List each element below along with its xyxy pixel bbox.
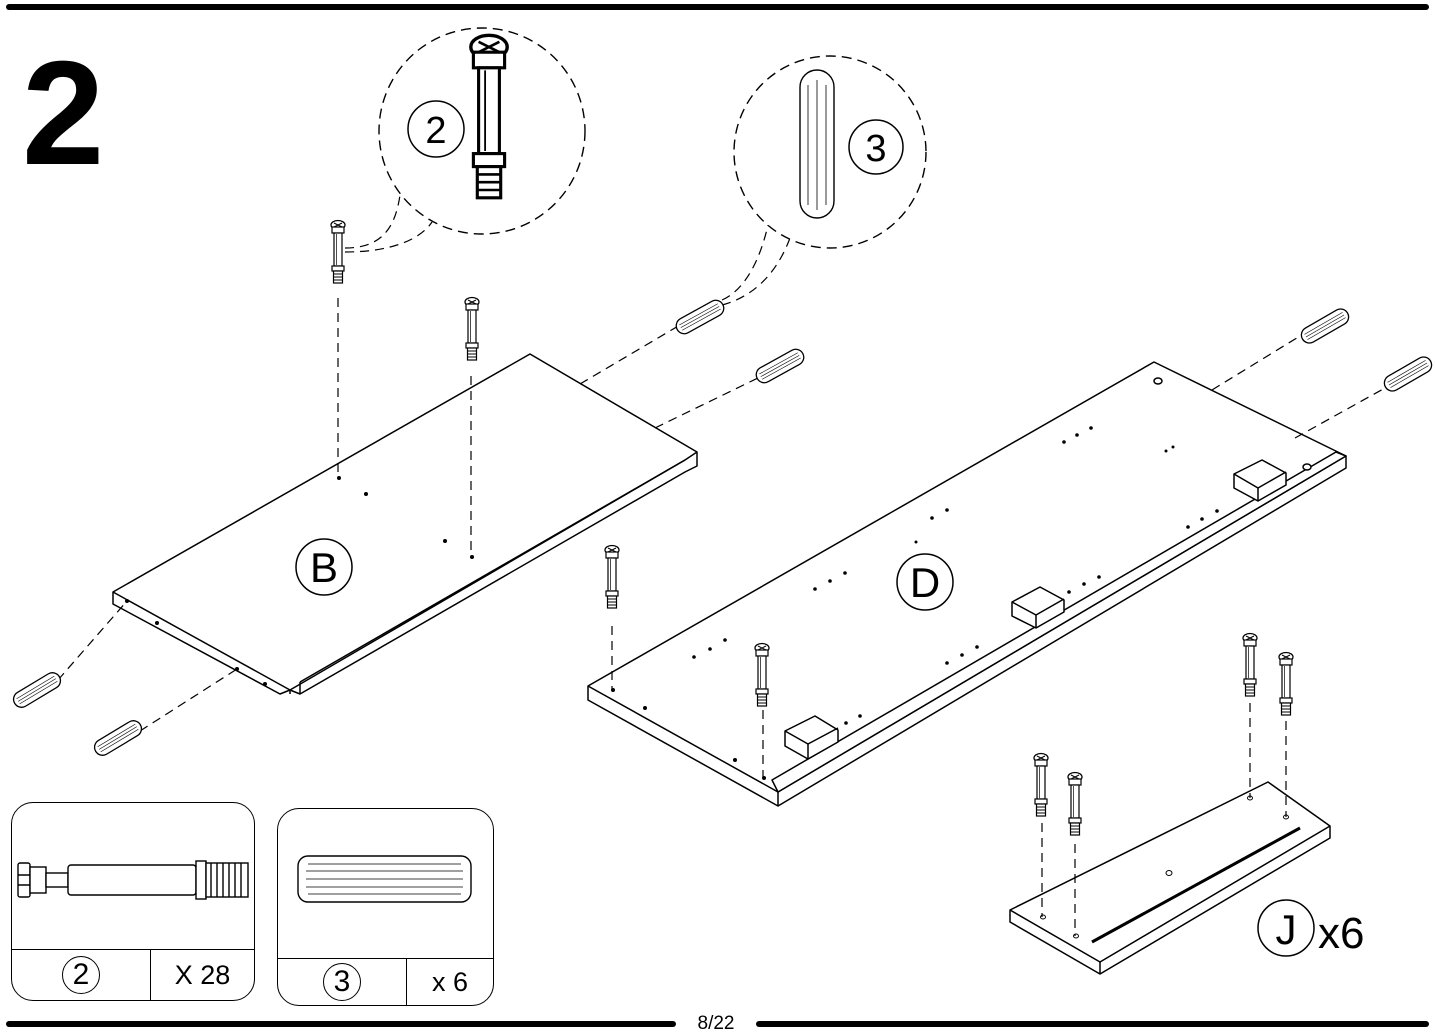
panel-label-d: D — [897, 554, 953, 610]
dowel-icon — [753, 346, 806, 385]
dowel-icon — [1381, 354, 1434, 394]
dowel-icon — [92, 718, 145, 758]
svg-text:D: D — [910, 559, 940, 606]
cam-screw-icon — [605, 546, 619, 609]
dowel-icon — [1298, 306, 1351, 346]
cam-screw-icon — [1034, 754, 1048, 817]
part-quantity: x 6 — [407, 959, 493, 1005]
svg-text:3: 3 — [865, 128, 886, 170]
part-box-dowel: 3 x 6 — [277, 808, 494, 1006]
part-id-badge: 2 — [62, 956, 100, 994]
svg-text:2: 2 — [425, 110, 446, 152]
svg-text:J: J — [1276, 906, 1297, 953]
cam-screw-icon — [465, 298, 479, 361]
cam-screw-icon — [1068, 773, 1082, 836]
cam-screw-icon — [12, 803, 254, 951]
page-number: 8/22 — [680, 1013, 752, 1035]
panel-d — [588, 362, 1346, 806]
cam-screw-icon — [1243, 634, 1257, 697]
dowel-icon — [11, 670, 64, 710]
svg-text:B: B — [310, 544, 338, 591]
panel-label-j: J — [1258, 900, 1314, 956]
callout-screw-number: 2 — [408, 101, 464, 157]
part-id-badge: 3 — [323, 963, 361, 1001]
dowel-callout-icon — [800, 70, 834, 218]
panel-j-quantity: x6 — [1318, 909, 1364, 958]
dowel-icon — [673, 297, 726, 336]
cam-screw-icon — [331, 221, 345, 284]
cam-screw-icon — [1279, 653, 1293, 716]
part-box-cam-screw: 2 X 28 — [11, 802, 255, 1001]
panel-b — [113, 354, 697, 694]
callout-dowel-number: 3 — [849, 120, 903, 174]
panel-label-b: B — [296, 539, 352, 595]
part-quantity: X 28 — [151, 950, 254, 1000]
wooden-dowel-icon — [278, 809, 493, 955]
